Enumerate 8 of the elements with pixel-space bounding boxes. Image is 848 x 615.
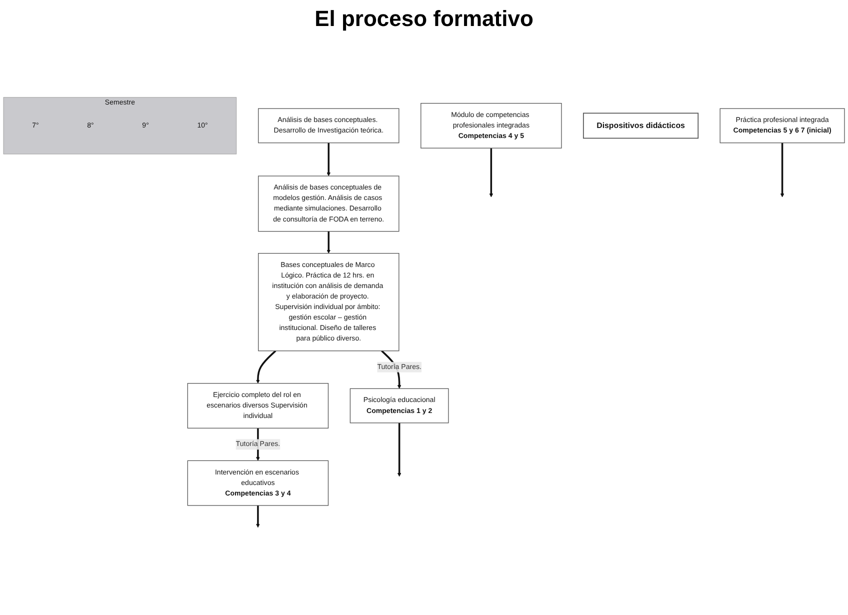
diagram-title: El proceso formativo (314, 6, 534, 32)
arrow (489, 148, 494, 198)
arrow (326, 142, 331, 176)
arrow (326, 231, 331, 254)
arrow (397, 422, 402, 477)
arrow (256, 350, 276, 384)
arrow (780, 142, 784, 198)
arrow (256, 505, 260, 528)
